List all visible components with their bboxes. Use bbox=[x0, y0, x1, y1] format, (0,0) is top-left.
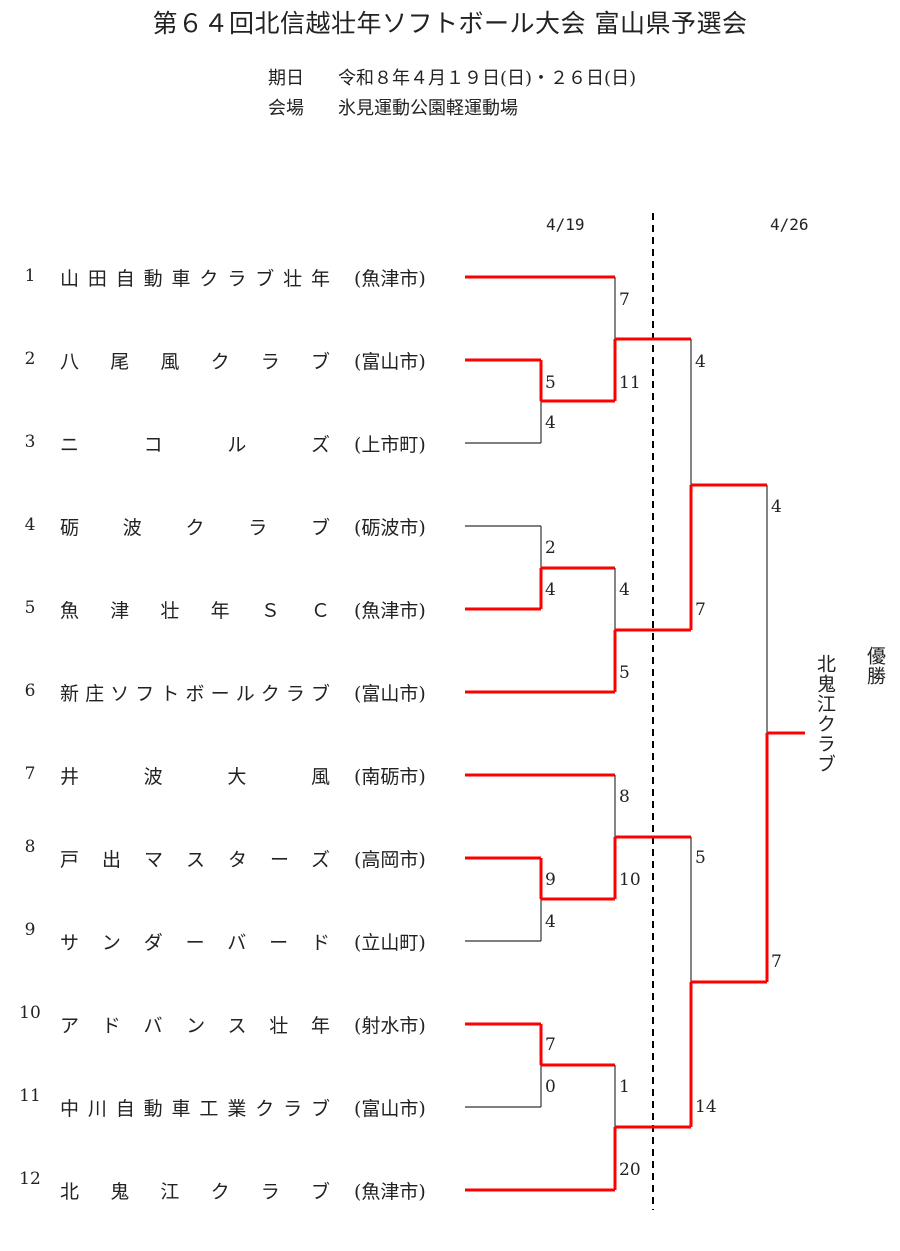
team-city: (南砺市) bbox=[354, 766, 426, 788]
score-qf-2: 4 bbox=[619, 580, 630, 600]
score-final: 4 bbox=[771, 497, 782, 517]
score-final: 7 bbox=[771, 952, 782, 972]
score-qf-2: 5 bbox=[619, 663, 630, 683]
score-r1-2v3: 5 bbox=[545, 373, 556, 393]
score-r1-8v9: 9 bbox=[545, 870, 556, 890]
team-seed: 7 bbox=[24, 764, 36, 784]
team-city: (立山町) bbox=[354, 932, 426, 954]
round-date-2: 4/26 bbox=[770, 215, 809, 234]
team-name: 新庄ソフトボールクラブ bbox=[60, 683, 330, 705]
score-qf-3: 8 bbox=[619, 787, 630, 807]
score-r1-4v5: 4 bbox=[545, 580, 556, 600]
score-sf-1: 4 bbox=[695, 352, 706, 372]
team-name: サンダーバード bbox=[60, 932, 330, 954]
score-r1-10v11: 0 bbox=[545, 1077, 556, 1097]
team-city: (魚津市) bbox=[354, 268, 426, 290]
team-city: (富山市) bbox=[354, 1098, 426, 1120]
score-r1-2v3: 4 bbox=[545, 413, 556, 433]
score-r1-4v5: 2 bbox=[545, 538, 556, 558]
team-seed: 11 bbox=[19, 1086, 41, 1106]
team-seed: 5 bbox=[24, 598, 36, 618]
score-qf-3: 10 bbox=[619, 870, 641, 890]
score-qf-1: 7 bbox=[619, 290, 630, 310]
team-seed: 8 bbox=[24, 837, 36, 857]
venue-value: 氷見運動公園軽運動場 bbox=[338, 98, 518, 119]
team-name: 八尾風クラブ bbox=[60, 351, 330, 373]
team-city: (富山市) bbox=[354, 683, 426, 705]
team-name: アドバンス壮年 bbox=[60, 1015, 330, 1037]
date-row: 期日 令和８年４月１９日(日)・２６日(日) bbox=[268, 64, 636, 90]
score-r1-10v11: 7 bbox=[545, 1035, 556, 1055]
team-city: (射水市) bbox=[354, 1015, 426, 1037]
champion-label: 優勝 bbox=[864, 646, 886, 686]
team-city: (砺波市) bbox=[354, 517, 426, 539]
date-value: 令和８年４月１９日(日)・２６日(日) bbox=[338, 68, 637, 89]
team-name: 砺波クラブ bbox=[60, 517, 330, 539]
team-name: ニコルズ bbox=[60, 434, 330, 456]
team-name: 魚津壮年ＳＣ bbox=[60, 600, 330, 622]
score-r1-8v9: 4 bbox=[545, 912, 556, 932]
team-seed: 1 bbox=[24, 266, 36, 286]
score-sf-1: 7 bbox=[695, 600, 706, 620]
page-title: 第６４回北信越壮年ソフトボール大会 富山県予選会 bbox=[152, 9, 748, 38]
team-seed: 3 bbox=[24, 432, 36, 452]
champion-team: 北鬼江クラブ bbox=[814, 654, 836, 774]
venue-label: 会場 bbox=[268, 98, 304, 119]
team-seed: 4 bbox=[24, 515, 36, 535]
team-city: (魚津市) bbox=[354, 1181, 426, 1203]
score-qf-1: 11 bbox=[619, 373, 641, 393]
team-seed: 9 bbox=[24, 920, 36, 940]
team-city: (高岡市) bbox=[354, 849, 426, 871]
team-city: (魚津市) bbox=[354, 600, 426, 622]
team-name: 中川自動車工業クラブ bbox=[60, 1098, 330, 1120]
venue-row: 会場 氷見運動公園軽運動場 bbox=[268, 94, 518, 120]
team-name: 井波大風 bbox=[60, 766, 330, 788]
team-name: 山田自動車クラブ壮年 bbox=[60, 268, 330, 290]
score-qf-4: 1 bbox=[619, 1077, 630, 1097]
team-seed: 2 bbox=[24, 349, 36, 369]
team-seed: 10 bbox=[19, 1003, 41, 1023]
team-seed: 12 bbox=[19, 1169, 41, 1189]
score-sf-2: 14 bbox=[695, 1097, 717, 1117]
team-name: 北鬼江クラブ bbox=[60, 1181, 330, 1203]
team-city: (富山市) bbox=[354, 351, 426, 373]
round-date-1: 4/19 bbox=[546, 215, 585, 234]
score-sf-2: 5 bbox=[695, 848, 706, 868]
team-seed: 6 bbox=[24, 681, 36, 701]
score-qf-4: 20 bbox=[619, 1160, 641, 1180]
team-city: (上市町) bbox=[354, 434, 426, 456]
team-name: 戸出マスターズ bbox=[60, 849, 330, 871]
date-label: 期日 bbox=[268, 68, 304, 89]
